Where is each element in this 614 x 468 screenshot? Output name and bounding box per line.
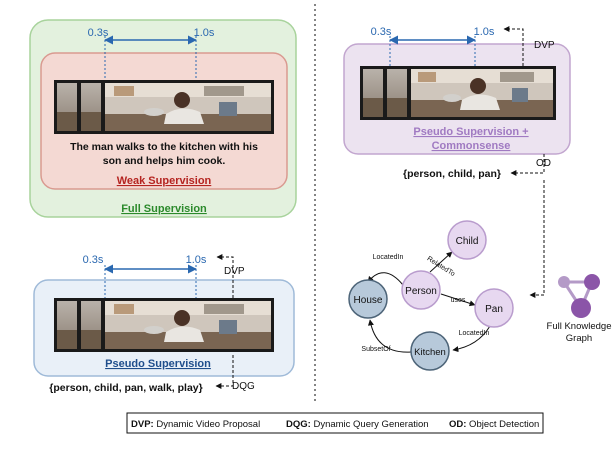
node-child [447, 220, 487, 260]
dqg-arrow [215, 355, 234, 389]
time-start-label: 0.3s [83, 254, 104, 266]
time-start-label: 0.3s [88, 27, 109, 39]
video-frame-main [105, 83, 271, 131]
edge-label-located-in: LocatedIn [459, 330, 490, 337]
legend-dqg: DQG: Dynamic Query Generation [286, 419, 429, 430]
node-child-label: Child [456, 236, 479, 247]
dvp-arrow [216, 254, 234, 298]
video-strip [360, 66, 556, 120]
pseudo-commonsense-label-line-1: Pseudo Supervision + [413, 126, 528, 138]
video-frame-main [411, 69, 553, 117]
pseudo-supervision-label: Pseudo Supervision [105, 358, 211, 370]
legend-od: OD: Object Detection [449, 419, 539, 430]
time-end-label: 1.0s [186, 254, 207, 266]
full-knowledge-graph-label-line-2: Graph [566, 333, 592, 344]
edge-pan-kitchen [452, 325, 491, 353]
od-arrow [510, 154, 545, 176]
node-pan [474, 288, 514, 328]
dqg-label: DQG [232, 381, 255, 392]
pseudo-commonsense-label-line-2: Commonsense [432, 140, 511, 152]
video-strip [54, 298, 274, 352]
weak-caption-line-1: The man walks to the kitchen with his [70, 141, 258, 153]
time-start-label: 0.3s [371, 26, 392, 38]
knowledge-graph-icon [558, 274, 600, 318]
time-end-label: 1.0s [474, 26, 495, 38]
video-frame-2 [81, 83, 101, 131]
commonsense-graph: LocatedIn RelatedTo uses LocatedIn Subse… [348, 220, 514, 371]
edge-kitchen-house [367, 319, 412, 353]
video-frame-2 [81, 301, 101, 349]
node-kitchen [410, 331, 450, 371]
edge-label-uses: uses [451, 297, 466, 304]
legend-dvp: DVP: Dynamic Video Proposal [131, 419, 260, 430]
query-set-label: {person, child, pan, walk, play} [49, 382, 202, 394]
weak-supervision-label: Weak Supervision [117, 175, 212, 187]
node-person-label: Person [405, 286, 437, 297]
node-person [401, 270, 441, 310]
edge-label-located-in: LocatedIn [373, 254, 404, 261]
node-kitchen-label: Kitchen [414, 347, 446, 358]
legend-box [126, 412, 544, 434]
edge-person-house [367, 272, 404, 286]
video-frame-1 [57, 83, 77, 131]
dvp-arrow [503, 26, 524, 66]
video-frame-main [105, 301, 271, 349]
time-end-label: 1.0s [194, 27, 215, 39]
video-frame-1 [57, 301, 77, 349]
object-set-label: {person, child, pan} [403, 168, 501, 180]
kg-query-arrow [529, 180, 545, 298]
edge-label-subset-of: SubsetOf [361, 346, 390, 353]
full-knowledge-graph-label-line-1: Full Knowledge [547, 321, 612, 332]
edge-person-pan [440, 293, 476, 307]
full-supervision-label: Full Supervision [121, 203, 207, 215]
video-frame-1 [363, 69, 383, 117]
video-frame-2 [387, 69, 407, 117]
dvp-label: DVP [224, 266, 245, 277]
video-strip [54, 80, 274, 134]
od-label: OD [536, 158, 551, 169]
edge-person-child [429, 251, 453, 273]
dvp-label: DVP [534, 40, 555, 51]
node-house-label: House [354, 295, 383, 306]
weak-caption-line-2: son and helps him cook. [103, 155, 226, 167]
node-house [348, 279, 388, 319]
node-pan-label: Pan [485, 304, 503, 315]
